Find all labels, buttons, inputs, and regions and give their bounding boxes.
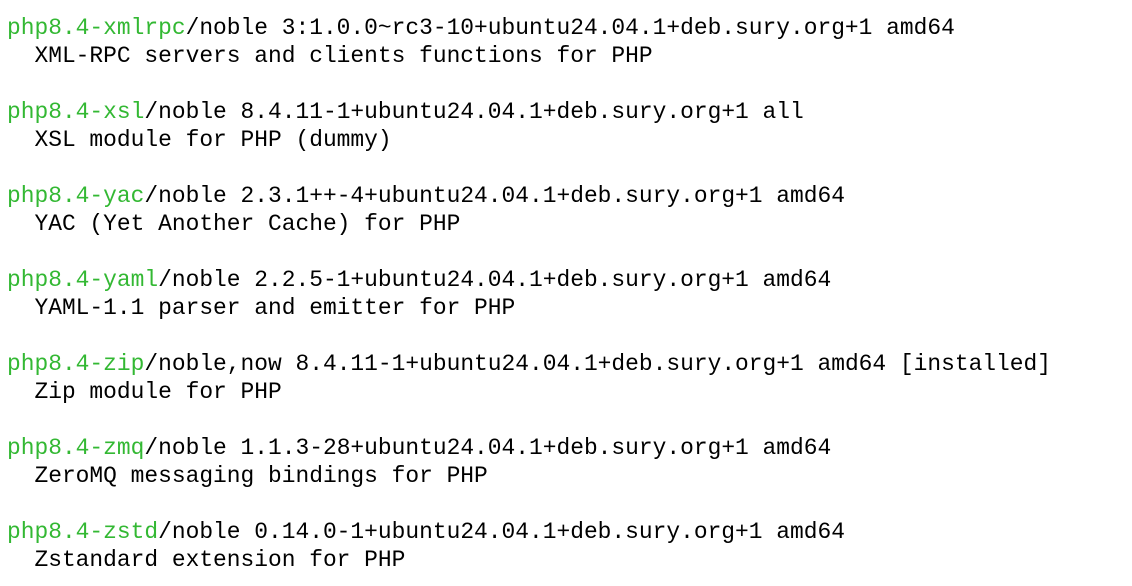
package-version-info: /noble 1.1.3-28+ubuntu24.04.1+deb.sury.o… bbox=[144, 435, 832, 461]
package-description: YAML-1.1 parser and emitter for PHP bbox=[7, 295, 516, 321]
package-header-line: php8.4-zmq/noble 1.1.3-28+ubuntu24.04.1+… bbox=[7, 434, 1132, 462]
package-entry: php8.4-xmlrpc/noble 3:1.0.0~rc3-10+ubunt… bbox=[7, 14, 1132, 98]
package-entry: php8.4-zstd/noble 0.14.0-1+ubuntu24.04.1… bbox=[7, 518, 1132, 574]
package-name: php8.4-xmlrpc bbox=[7, 15, 186, 41]
package-name: php8.4-yaml bbox=[7, 267, 159, 293]
package-header-line: php8.4-zip/noble,now 8.4.11-1+ubuntu24.0… bbox=[7, 350, 1132, 378]
package-name: php8.4-yac bbox=[7, 183, 145, 209]
blank-line bbox=[7, 406, 1132, 434]
package-description: XML-RPC servers and clients functions fo… bbox=[7, 43, 653, 69]
package-name: php8.4-xsl bbox=[7, 99, 145, 125]
package-version-info: /noble 2.2.5-1+ubuntu24.04.1+deb.sury.or… bbox=[158, 267, 832, 293]
package-entry: php8.4-xsl/noble 8.4.11-1+ubuntu24.04.1+… bbox=[7, 98, 1132, 182]
package-description: YAC (Yet Another Cache) for PHP bbox=[7, 211, 461, 237]
package-version-info: /noble 3:1.0.0~rc3-10+ubuntu24.04.1+deb.… bbox=[185, 15, 955, 41]
blank-line bbox=[7, 238, 1132, 266]
package-entry: php8.4-zmq/noble 1.1.3-28+ubuntu24.04.1+… bbox=[7, 434, 1132, 518]
package-entry: php8.4-yaml/noble 2.2.5-1+ubuntu24.04.1+… bbox=[7, 266, 1132, 350]
package-description: ZeroMQ messaging bindings for PHP bbox=[7, 463, 488, 489]
package-header-line: php8.4-xmlrpc/noble 3:1.0.0~rc3-10+ubunt… bbox=[7, 14, 1132, 42]
package-version-info: /noble 2.3.1++-4+ubuntu24.04.1+deb.sury.… bbox=[144, 183, 845, 209]
package-name: php8.4-zstd bbox=[7, 519, 159, 545]
package-entry: php8.4-yac/noble 2.3.1++-4+ubuntu24.04.1… bbox=[7, 182, 1132, 266]
package-header-line: php8.4-yaml/noble 2.2.5-1+ubuntu24.04.1+… bbox=[7, 266, 1132, 294]
blank-line bbox=[7, 154, 1132, 182]
package-version-info: /noble 0.14.0-1+ubuntu24.04.1+deb.sury.o… bbox=[158, 519, 845, 545]
package-header-line: php8.4-yac/noble 2.3.1++-4+ubuntu24.04.1… bbox=[7, 182, 1132, 210]
blank-line bbox=[7, 490, 1132, 518]
package-version-info: /noble,now 8.4.11-1+ubuntu24.04.1+deb.su… bbox=[144, 351, 1051, 377]
terminal-output: php8.4-xmlrpc/noble 3:1.0.0~rc3-10+ubunt… bbox=[7, 14, 1132, 574]
package-name: php8.4-zip bbox=[7, 351, 145, 377]
blank-line bbox=[7, 322, 1132, 350]
blank-line bbox=[7, 70, 1132, 98]
package-description: Zip module for PHP bbox=[7, 379, 282, 405]
package-version-info: /noble 8.4.11-1+ubuntu24.04.1+deb.sury.o… bbox=[144, 99, 804, 125]
package-name: php8.4-zmq bbox=[7, 435, 145, 461]
package-header-line: php8.4-xsl/noble 8.4.11-1+ubuntu24.04.1+… bbox=[7, 98, 1132, 126]
package-description: Zstandard extension for PHP bbox=[7, 547, 406, 573]
package-header-line: php8.4-zstd/noble 0.14.0-1+ubuntu24.04.1… bbox=[7, 518, 1132, 546]
package-description: XSL module for PHP (dummy) bbox=[7, 127, 392, 153]
package-entry: php8.4-zip/noble,now 8.4.11-1+ubuntu24.0… bbox=[7, 350, 1132, 434]
